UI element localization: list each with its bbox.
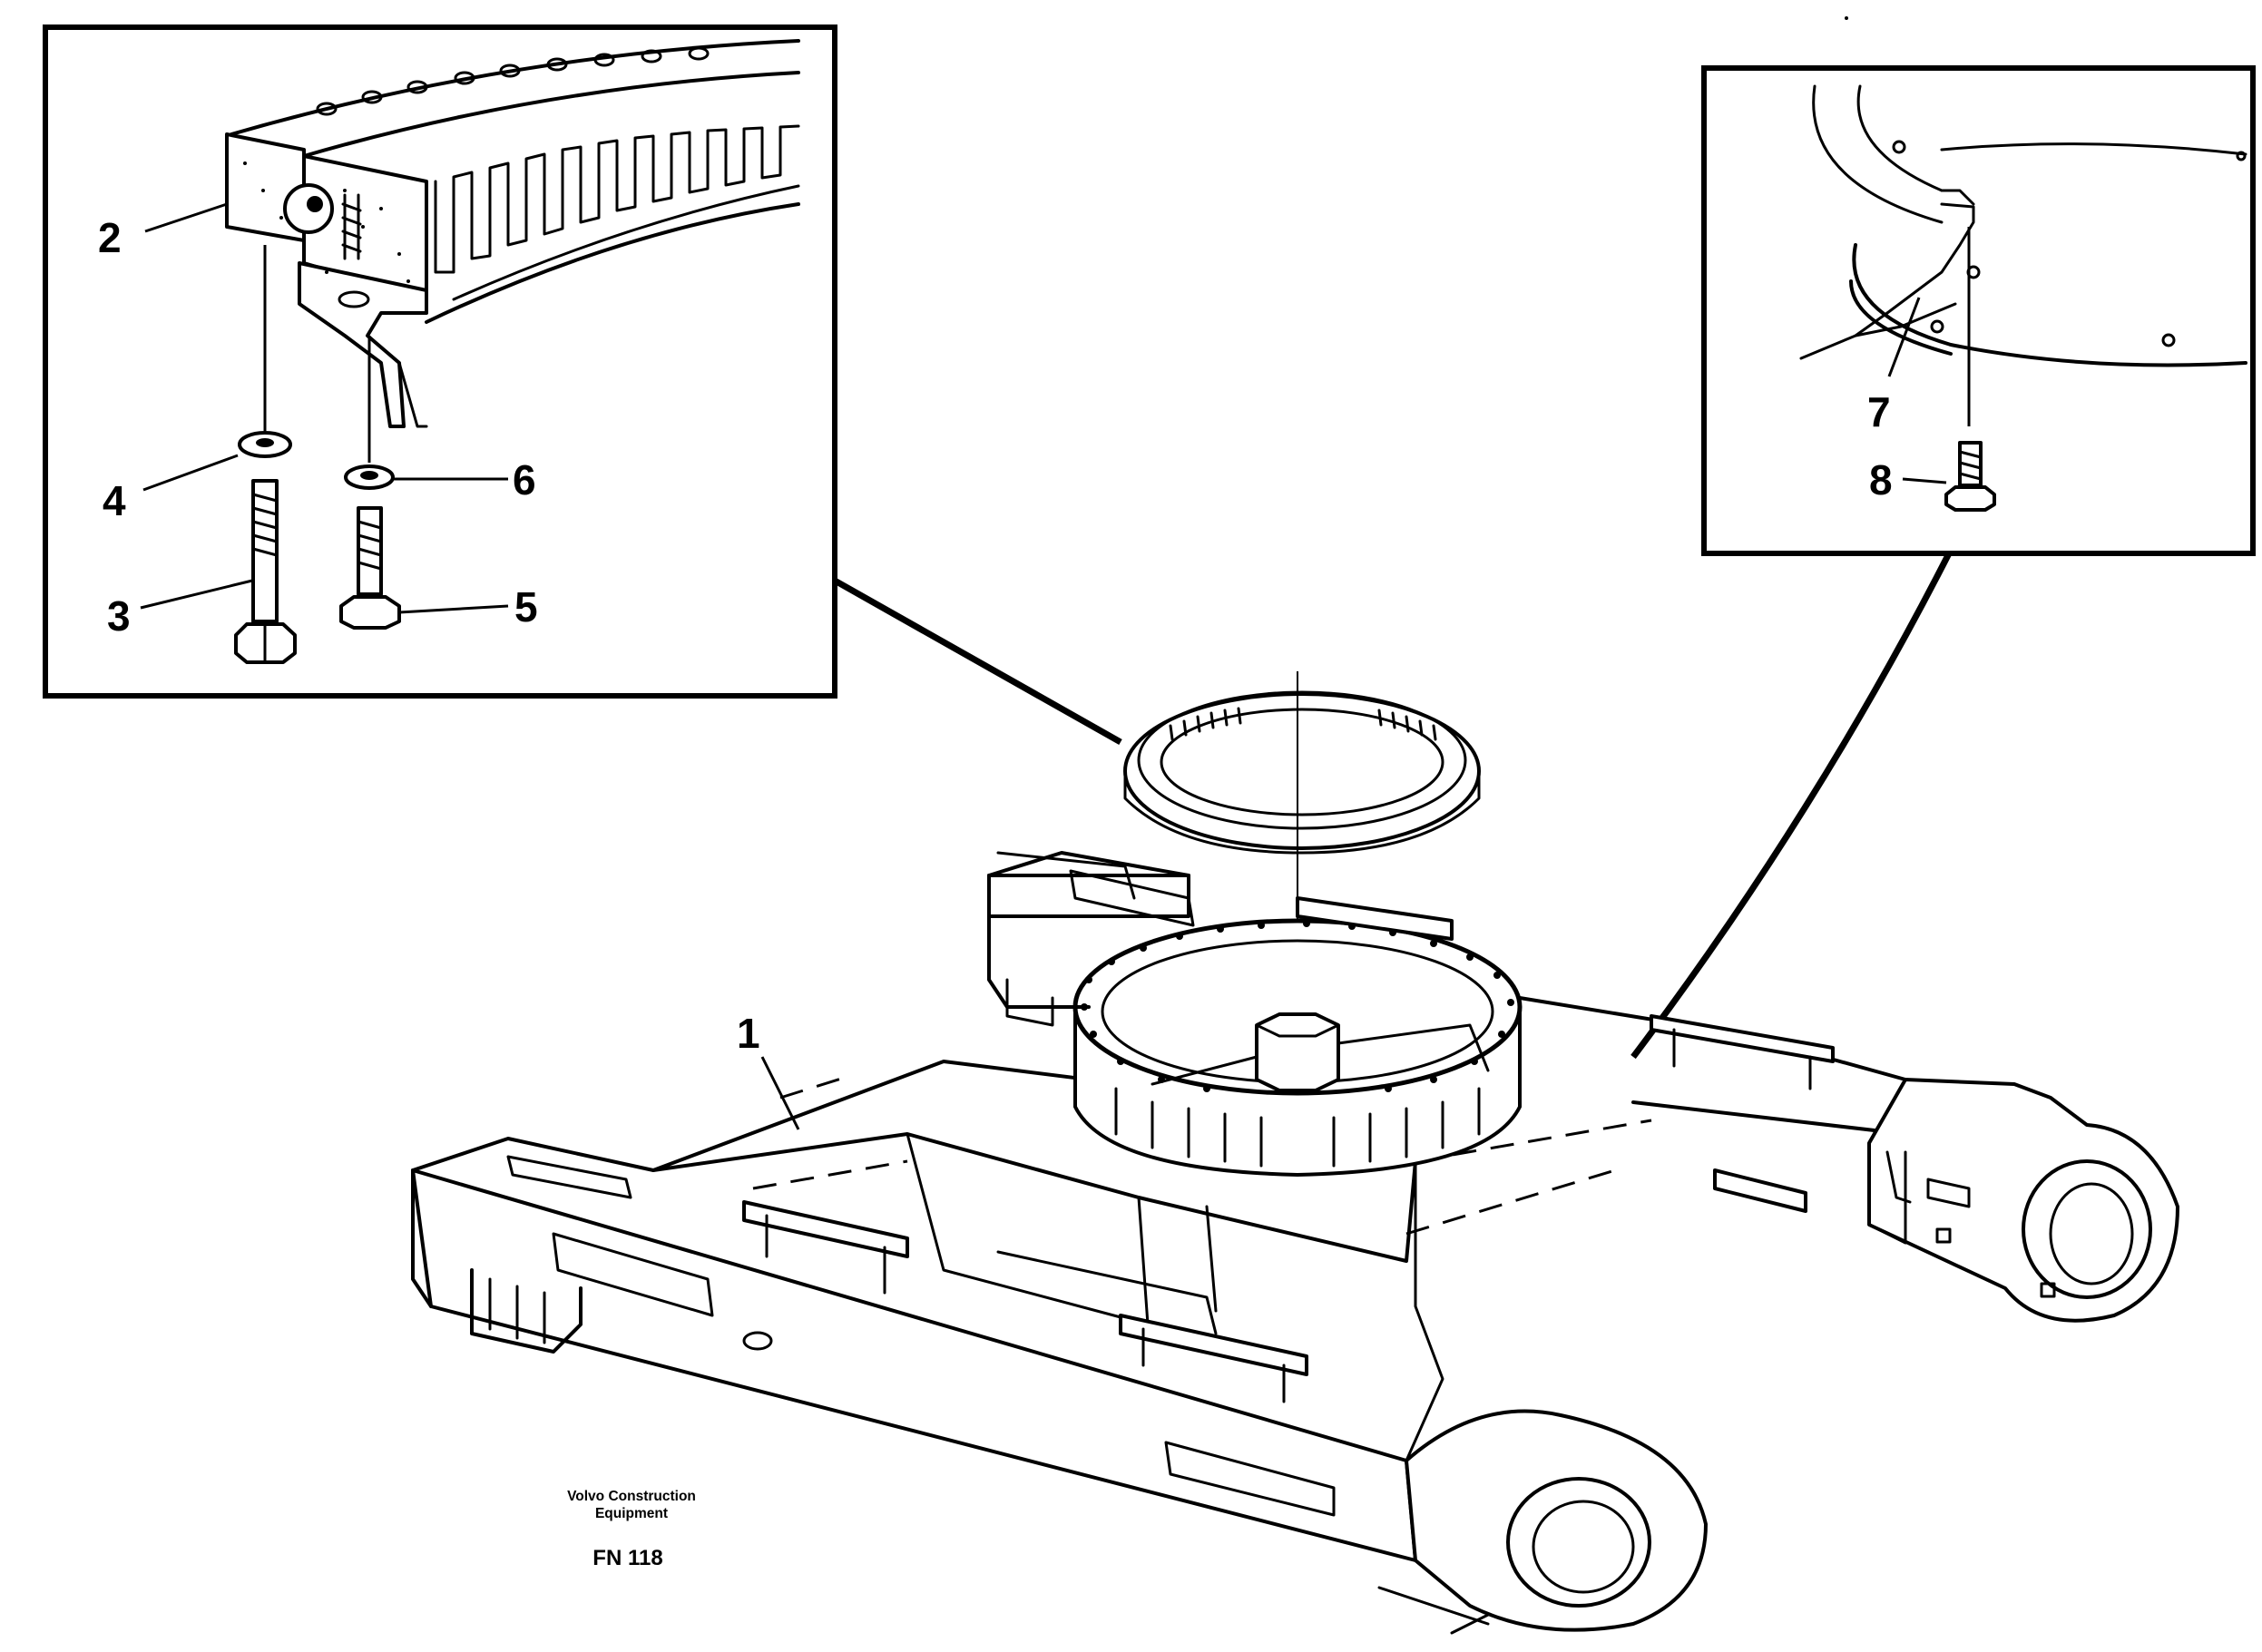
callout-6: 6 (513, 456, 536, 503)
leader-1 (760, 1056, 800, 1130)
leader-2 (144, 202, 228, 233)
figure-number: FN 118 (592, 1546, 662, 1570)
turntable-drum (1072, 918, 1523, 1177)
callout-8: 8 (1869, 456, 1893, 503)
credit-line-2: Equipment (595, 1506, 668, 1521)
connector-inset-right (1630, 552, 1953, 1060)
credit-line-1: Volvo Construction (567, 1489, 696, 1504)
figure-credit: Volvo Construction Equipment FN 118 (567, 1489, 696, 1570)
bolt-3 (234, 479, 297, 664)
detail-inset-cover-plate: 7 8 (1701, 65, 2256, 556)
leader-7 (1887, 297, 1921, 377)
inset-frame-left (43, 24, 837, 699)
callout-5: 5 (514, 583, 538, 630)
callout-2: 2 (98, 214, 122, 261)
leader-8 (1902, 477, 1947, 484)
leader-4 (142, 454, 239, 492)
callout-7: 7 (1867, 388, 1891, 435)
washer-4 (238, 431, 292, 458)
ring-cross-section (225, 39, 800, 428)
bolt-5 (339, 506, 401, 630)
detail-inset-slew-ring: 2 4 3 6 5 (43, 24, 837, 699)
leader-5 (398, 604, 509, 614)
ring-bolt-holes (316, 46, 710, 116)
callout-4: 4 (103, 477, 126, 524)
callout-1: 1 (737, 1010, 760, 1057)
ring-gear-teeth (434, 124, 800, 274)
bolt-8 (1944, 441, 1996, 512)
connector-inset-left (833, 577, 1122, 746)
undercarriage-frame-1: 1 (411, 851, 2179, 1635)
callout-3: 3 (107, 592, 131, 640)
washer-6 (344, 464, 395, 490)
leader-3 (140, 579, 253, 610)
